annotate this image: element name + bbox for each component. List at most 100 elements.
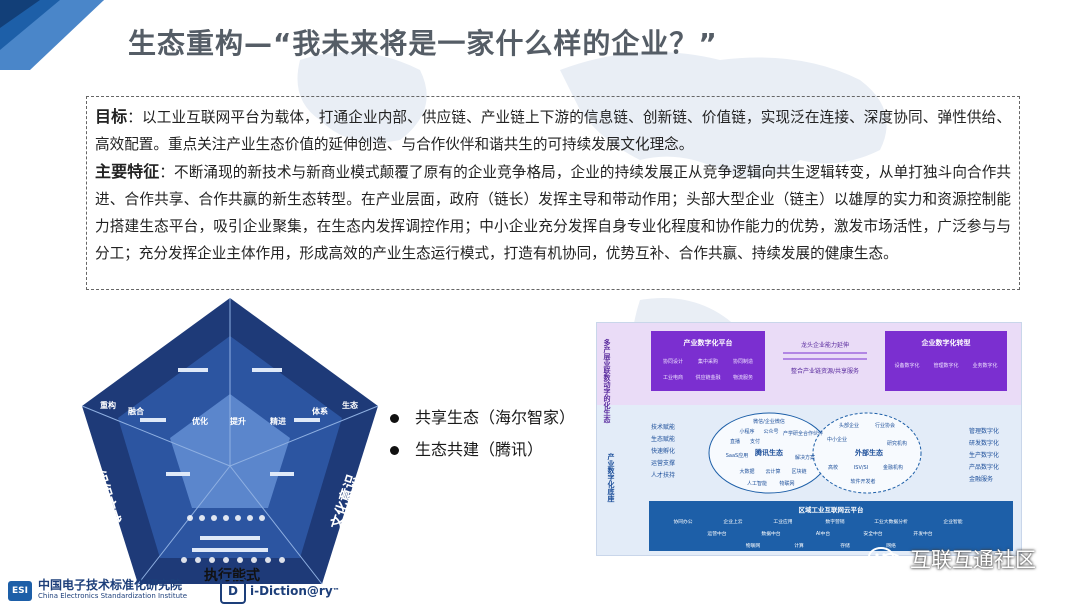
mid-top-label: 龙头企业能力延伸 (801, 341, 849, 349)
bullet-item: 共享生态（海尔智家） (390, 402, 575, 434)
tencent-item: 支付 (750, 438, 760, 445)
external-item: 头部企业 (839, 422, 859, 429)
external-item: ISV/SI (854, 465, 868, 471)
left-top-label: 多产层业联数动字的化生态 (603, 338, 612, 424)
platform-row2-item: 开发中台 (913, 530, 932, 537)
idictionary-tm: ™ (332, 587, 340, 595)
external-item: 软件开发者 (850, 478, 875, 485)
platform-row3-item: 物联网 (746, 542, 761, 549)
box2-item-0: 设备数字化 (894, 362, 919, 369)
ring-label-2: 优化 (192, 416, 208, 426)
left-col-item: 人才扶持 (651, 471, 675, 479)
bullet-dot-icon (390, 445, 399, 455)
box1-item-5: 物流服务 (733, 374, 753, 381)
platform-row1-item: 工业应用 (773, 518, 792, 525)
tencent-title: 腾讯生态 (754, 448, 783, 457)
box1-item-0: 协同设计 (663, 358, 683, 365)
esi-logo: ESI 中国电子技术标准化研究院 China Electronics Stand… (8, 578, 187, 604)
bullet-list: 共享生态（海尔智家） 生态共建（腾讯） (390, 402, 575, 466)
wechat-icon (868, 547, 902, 571)
esi-badge-icon: ESI (8, 581, 32, 601)
ring-label-3: 提升 (230, 416, 246, 426)
external-title: 外部生态 (855, 448, 883, 457)
tencent-item: 大数据 (739, 468, 754, 475)
pentagon-diagram: 业务模式 技术范式 组织方式 文化意识 执行能式 重构 融合 优化 提升 精进 … (81, 298, 379, 585)
left-col-item: 生态赋能 (651, 435, 675, 443)
tencent-item: 微信/企业微信 (753, 418, 785, 425)
platform-row3-item: 存储 (840, 542, 850, 549)
tencent-item: 云计算 (765, 468, 780, 475)
right-col-item: 管理数字化 (969, 427, 999, 435)
left-col-item: 运营支撑 (651, 459, 675, 467)
page-title: 生态重构—“我未来将是一家什么样的企业？” (128, 27, 718, 60)
box1-item-4: 供应链金融 (695, 374, 720, 381)
corner-execution: 执行能式 (204, 567, 260, 584)
platform-row1-item: 企业智能 (943, 518, 962, 525)
goal-label: 目标 (95, 107, 128, 126)
ring-label-1: 融合 (128, 406, 145, 416)
right-col-item: 研发数字化 (969, 439, 999, 447)
tencent-item: 公众号 (763, 429, 778, 435)
platform-row1-item: 数字营销 (825, 518, 844, 525)
ring-label-4: 精进 (270, 416, 286, 426)
tencent-item: 物联网 (779, 480, 794, 487)
left-bottom-label: 产业数字化底座 (607, 452, 616, 503)
box1-item-2: 协同制造 (733, 358, 753, 365)
box2-item-2: 业务数字化 (972, 362, 997, 369)
platform-row2-item: AI中台 (816, 530, 830, 537)
tencent-item: SaaS应用 (726, 452, 748, 459)
idictionary-mark-icon: D (220, 578, 246, 604)
tencent-item: 直播 (730, 438, 740, 445)
watermark-text: 互联互通社区 (910, 548, 1036, 572)
corner-decoration (0, 0, 104, 70)
esi-name-cn: 中国电子技术标准化研究院 (38, 578, 183, 592)
box1-title: 产业数字化平台 (684, 338, 733, 347)
goal-text: ：以工业互联网平台为载体，打通企业内部、供应链、产业链上下游的信息链、创新链、价… (95, 109, 1011, 153)
description-box: 目标：以工业互联网平台为载体，打通企业内部、供应链、产业链上下游的信息链、创新链… (86, 96, 1020, 290)
platform-row2-item: 安全中台 (863, 530, 882, 537)
bullet-item: 生态共建（腾讯） (390, 434, 575, 466)
platform-row2-item: 运营中台 (707, 530, 726, 537)
external-item: 研究机构 (887, 440, 907, 447)
watermark: 互联互通社区 (868, 544, 1036, 574)
right-col-item: 生产数字化 (969, 451, 999, 459)
tencent-item: 小程序 (739, 428, 754, 435)
platform-row3-item: 网络 (886, 542, 896, 549)
esi-name-en: China Electronics Standardization Instit… (38, 592, 188, 600)
platform-row1-item: 协同办公 (673, 518, 692, 525)
ring-label-0: 重构 (100, 400, 116, 410)
ring-label-6: 生态 (342, 400, 358, 410)
tencent-item: 产学研全合作伙伴 (783, 430, 823, 437)
left-col-item: 技术赋能 (651, 423, 675, 431)
bullet-text: 生态共建（腾讯） (415, 440, 544, 459)
features-text: ：不断涌现的新技术与新商业模式颠覆了原有的企业竞争格局，企业的持续发展正从竞争逻… (95, 164, 1011, 262)
left-col-item: 快速孵化 (651, 447, 675, 455)
idictionary-text: i-Diction@ry (250, 584, 333, 598)
platform-title: 区域工业互联网云平台 (799, 505, 865, 514)
platform-row1-item: 企业上云 (723, 518, 742, 525)
bullet-dot-icon (390, 413, 399, 423)
box1-item-3: 工业电商 (663, 374, 683, 381)
right-col-item: 金融服务 (969, 475, 993, 483)
tencent-item: 区块链 (791, 468, 806, 475)
ring-label-5: 体系 (312, 406, 328, 416)
external-item: 行业协会 (875, 422, 895, 429)
tencent-item: 人工智能 (747, 480, 767, 487)
external-item: 中小企业 (827, 436, 847, 443)
platform-row1-item: 工业大数据分析 (874, 518, 908, 525)
box1-item-1: 集中采购 (698, 358, 718, 365)
box2-item-1: 管理数字化 (933, 362, 958, 369)
bullet-text: 共享生态（海尔智家） (415, 408, 576, 427)
box2-title: 企业数字化转型 (921, 338, 971, 347)
external-item: 高校 (828, 464, 838, 471)
platform-row3-item: 计算 (794, 542, 804, 549)
right-col-item: 产品数字化 (969, 463, 999, 471)
mid-bottom-label: 整合产业链资源/共享服务 (791, 367, 859, 375)
external-item: 金融机构 (883, 464, 903, 471)
esi-text: 中国电子技术标准化研究院 China Electronics Standardi… (38, 578, 188, 602)
tencent-item: 解决方案 (795, 454, 815, 461)
platform-row2-item: 数据中台 (761, 530, 780, 537)
features-label: 主要特征 (95, 162, 160, 181)
ecosystem-diagram: 多产层业联数动字的化生态 产业数字化底座 产业数字化平台 协同设计 集中采购 协… (596, 322, 1022, 556)
